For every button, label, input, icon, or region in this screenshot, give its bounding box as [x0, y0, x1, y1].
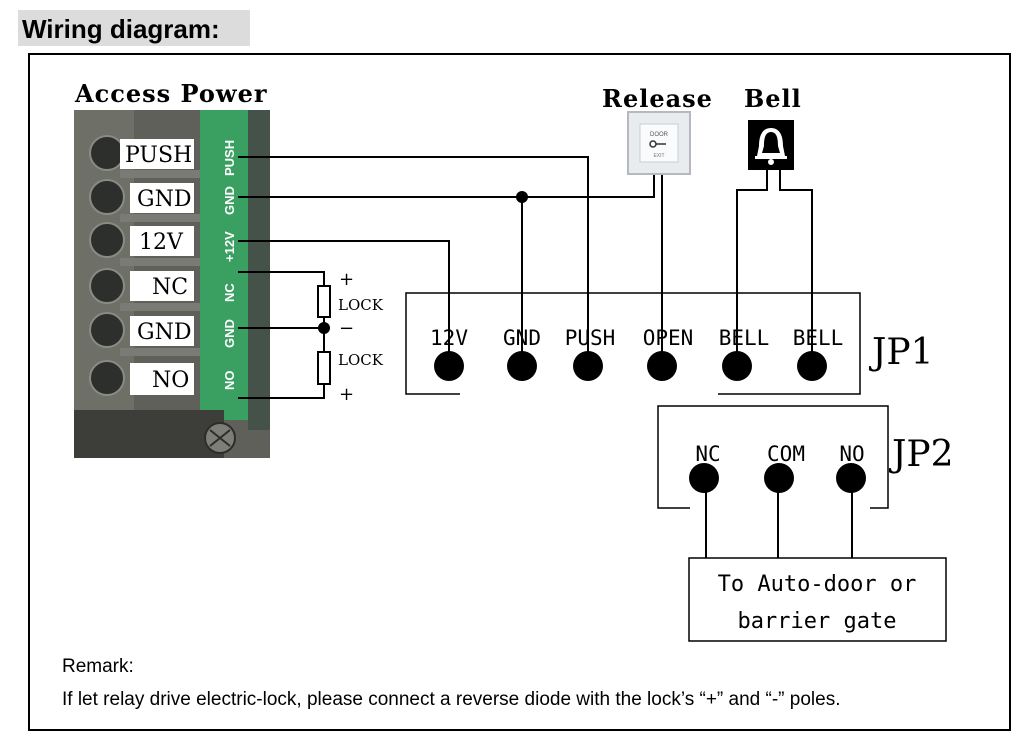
jp1-pin-12v [434, 351, 464, 381]
jp2-pin-label-com: COM [767, 442, 805, 466]
jp2-connector: NC COM NO [657, 405, 889, 509]
jp1-pin-bell-2 [797, 351, 827, 381]
jp1-pin-gnd [507, 351, 537, 381]
lock-plus-bottom: + [339, 384, 354, 405]
terminal-label-gnd: GND [137, 187, 191, 212]
terminal-label-nc: NC [152, 275, 188, 300]
jp1-pin-label-open: OPEN [643, 326, 694, 350]
jp2-label: JP2 [888, 434, 954, 475]
jp2-pin-nc [689, 463, 719, 493]
jp2-pin-label-nc: NC [695, 442, 720, 466]
lock-labels: + LOCK − LOCK + [338, 269, 384, 405]
auto-door-line2: barrier gate [738, 609, 897, 634]
release-label: Release [602, 84, 713, 113]
terminal-label-12v: 12V [139, 230, 184, 255]
jp1-connector: 12V GND PUSH OPEN BELL BELL [405, 292, 861, 395]
diagram-title: Wiring diagram: [22, 14, 220, 44]
pcb-label-12v: +12V [222, 231, 237, 262]
lock-plus-top: + [339, 269, 354, 290]
pcb-label-gnd: GND [222, 186, 237, 215]
terminal-label-gnd-2: GND [137, 320, 191, 345]
remark-text: If let relay drive electric-lock, please… [62, 689, 841, 710]
jp2-pin-label-no: NO [839, 442, 864, 466]
junction-dot [516, 191, 528, 203]
pcb-labels: PUSH GND +12V NC GND NO [222, 140, 237, 390]
wires [238, 156, 853, 558]
title-bar: Wiring diagram: [18, 10, 250, 46]
terminal-label-no: NO [152, 368, 189, 393]
lock-minus: − [339, 318, 354, 339]
pcb-label-push: PUSH [222, 140, 237, 176]
jp1-pin-label-bell-2: BELL [793, 326, 844, 350]
lock-label-top: LOCK [338, 296, 384, 314]
jp1-pin-label-gnd: GND [503, 326, 541, 350]
jp1-pin-label-bell: BELL [719, 326, 770, 350]
lock-label-bottom: LOCK [338, 351, 384, 369]
lock-junction-dot [318, 322, 330, 334]
remark-heading: Remark: [62, 656, 134, 677]
auto-door-box [688, 557, 947, 642]
jp1-pin-push [573, 351, 603, 381]
jp2-pin-no [836, 463, 866, 493]
jp1-pin-open [647, 351, 677, 381]
pcb-label-no: NO [222, 371, 237, 391]
terminal-labels: PUSH GND 12V NC GND NO [120, 139, 194, 395]
jp1-label: JP1 [868, 332, 934, 373]
release-button-text-bottom: EXIT [653, 153, 664, 159]
jp1-pin-label-push: PUSH [565, 326, 616, 350]
access-power-label: Access Power [74, 79, 267, 108]
release-button-icon: DOOR EXIT [627, 111, 691, 175]
lock-resistors [317, 285, 331, 385]
bell-label: Bell [744, 84, 802, 113]
pcb-label-nc: NC [222, 283, 237, 302]
jp1-pin-bell [722, 351, 752, 381]
bell-icon [748, 120, 794, 170]
terminal-label-push: PUSH [125, 143, 192, 168]
auto-door-line1: To Auto-door or [718, 572, 917, 597]
jp2-pin-com [764, 463, 794, 493]
jp1-pin-label-12v: 12V [430, 326, 468, 350]
pcb-label-gnd-2: GND [222, 319, 237, 348]
release-button-text-top: DOOR [650, 132, 669, 138]
diagram-frame [28, 53, 1011, 731]
